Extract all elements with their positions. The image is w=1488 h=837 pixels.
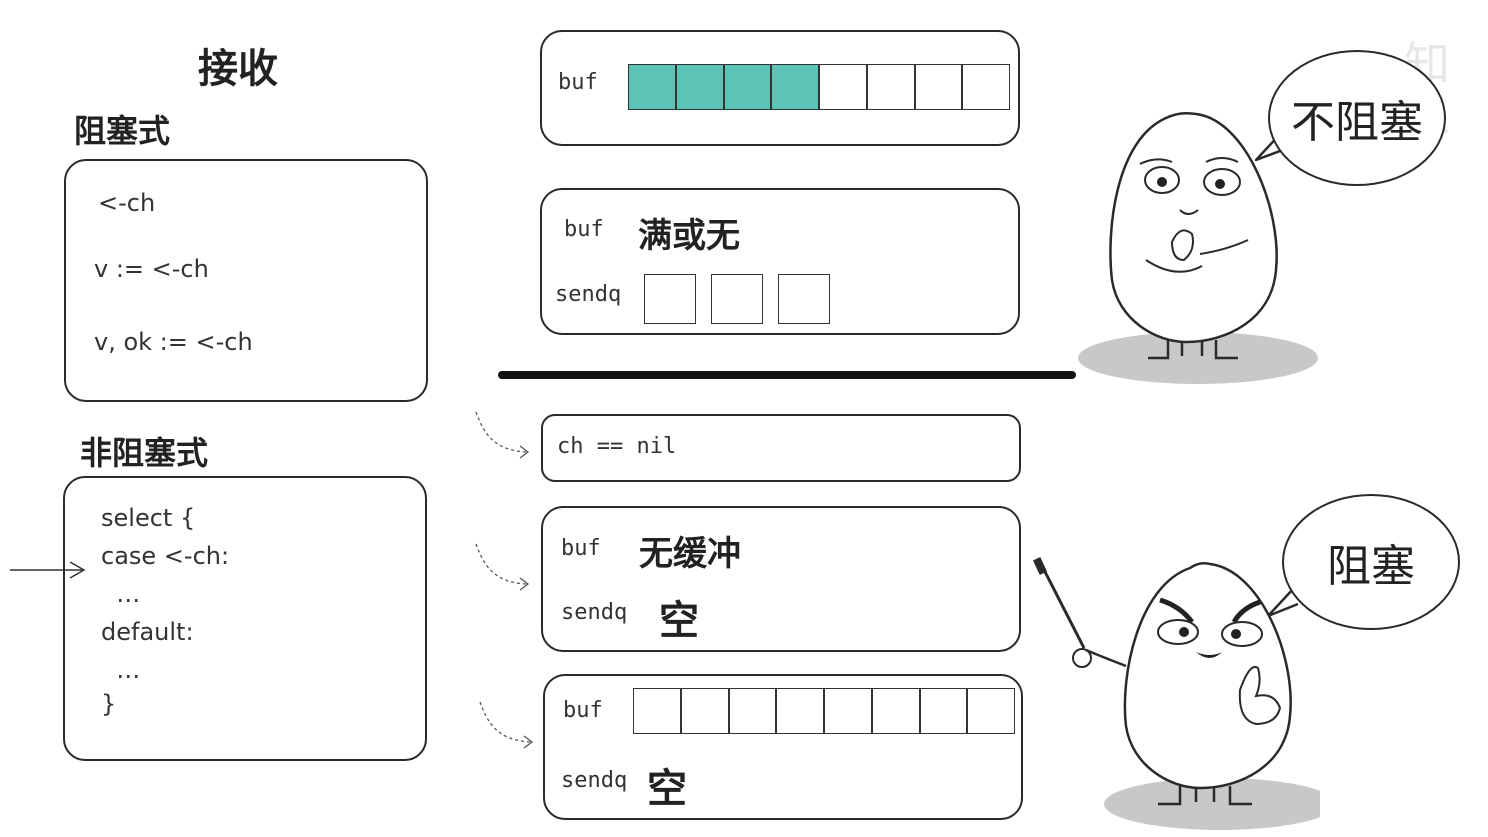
buf-label: buf — [564, 217, 604, 242]
buf-label: buf — [558, 70, 598, 95]
sendq-state-text: 空 — [659, 598, 699, 644]
buf-label: buf — [561, 536, 601, 561]
buffer-cell-empty — [914, 64, 963, 110]
buffer-cell-filled — [675, 64, 724, 110]
buffer-cell-filled — [723, 64, 772, 110]
sendq-cells — [644, 274, 844, 324]
buffer-cells — [628, 64, 1010, 110]
code-line-ellipsis-2: … — [101, 656, 141, 684]
bubble-text-nonblocking: 不阻塞 — [1291, 97, 1423, 148]
pointer-arrow-icon — [10, 561, 86, 579]
egg-character-thinking-icon — [1078, 111, 1318, 384]
code-line-default: default: — [101, 618, 194, 646]
buffer-cell-empty — [633, 688, 681, 734]
buffer-cell-empty — [866, 64, 915, 110]
buffer-cell-empty — [824, 688, 872, 734]
dashed-arrow-icon — [479, 701, 534, 749]
unbuffered-box: buf 无缓冲 sendq 空 — [541, 506, 1021, 652]
buffer-cell-filled — [771, 64, 819, 110]
sendq-label: sendq — [555, 282, 622, 307]
nonblocking-code-box: select { case <-ch: … default: … } — [63, 476, 427, 761]
sendq-state-text: 空 — [647, 766, 687, 812]
buffer-cell-empty — [871, 688, 920, 734]
blocking-code-box: <-ch v := <-ch v, ok := <-ch — [64, 159, 428, 402]
buffer-cells — [633, 688, 1015, 734]
buffer-cell-empty — [962, 64, 1010, 110]
buffer-cell-empty — [967, 688, 1015, 734]
buf-state-text: 无缓冲 — [639, 534, 741, 574]
buf-label: buf — [563, 698, 603, 723]
code-line-case: case <-ch: — [101, 542, 230, 570]
buffer-cell-empty — [776, 688, 824, 734]
code-line-assign-ok: v, ok := <-ch — [94, 328, 253, 356]
empty-buffer-box: buf sendq 空 — [543, 674, 1023, 820]
dashed-arrow-icon — [475, 543, 530, 591]
buffer-cell-empty — [711, 274, 763, 324]
buf-state-text: 满或无 — [638, 216, 740, 256]
bubble-text-blocking: 阻塞 — [1327, 541, 1415, 592]
egg-character-pointing-icon — [1032, 557, 1320, 830]
buffer-cell-filled — [628, 64, 676, 110]
buffer-cell-empty — [644, 274, 696, 324]
buffer-cell-empty — [680, 688, 729, 734]
speech-bubble-bottom: 阻塞 — [1282, 494, 1460, 630]
receive-heading: 接收 — [198, 45, 278, 92]
code-line-close-brace: } — [101, 690, 117, 718]
speech-bubble-top: 不阻塞 — [1268, 50, 1446, 186]
nil-channel-text: ch == nil — [557, 434, 677, 459]
code-line-assign: v := <-ch — [94, 255, 209, 283]
buffer-cell-empty — [819, 64, 867, 110]
blocking-label: 阻塞式 — [74, 112, 171, 150]
buffer-partial-box: buf — [540, 30, 1020, 146]
code-line-recv: <-ch — [98, 189, 156, 217]
code-line-ellipsis-1: … — [101, 580, 141, 608]
sendq-label: sendq — [561, 768, 628, 793]
buffer-cell-empty — [728, 688, 777, 734]
buffer-full-or-none-box: buf 满或无 sendq — [540, 188, 1020, 335]
nonblocking-label: 非阻塞式 — [80, 434, 209, 472]
section-divider — [498, 371, 1076, 379]
dashed-arrow-icon — [475, 411, 530, 459]
nil-channel-box: ch == nil — [541, 414, 1021, 482]
code-line-select: select { — [101, 504, 196, 532]
buffer-cell-empty — [919, 688, 968, 734]
sendq-label: sendq — [561, 600, 628, 625]
buffer-cell-empty — [778, 274, 830, 324]
